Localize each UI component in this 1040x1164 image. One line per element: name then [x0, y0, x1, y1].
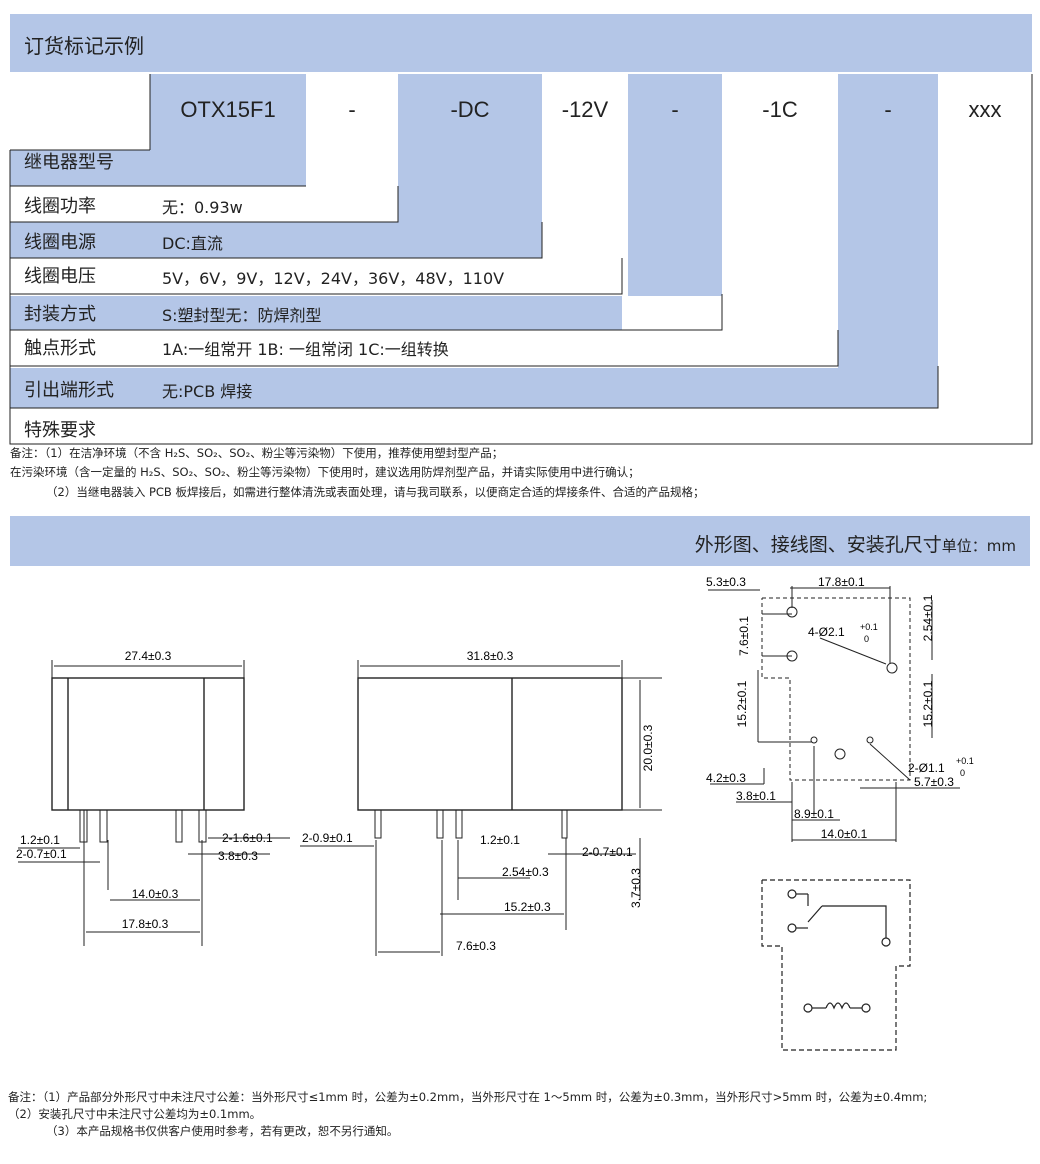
- hole-g: 15.2±0.1: [921, 680, 935, 727]
- hole-h-tol-bot: 0: [960, 768, 965, 778]
- row-label-coil-voltage: 线圈电压: [24, 266, 96, 287]
- order-note-3: （2）当继电器装入 PCB 板焊接后，如需进行整体清洗或表面处理，请与我司联系，…: [46, 485, 705, 499]
- fv-span1: 14.0±0.3: [132, 887, 179, 901]
- hole-h: 2-Ø1.1: [908, 761, 945, 775]
- order-note-1: 备注：（1）在洁净环境（不含 H₂S、SO₂、SO₂、粉尘等污染物）下使用，推荐…: [10, 446, 504, 460]
- row-value-coil-power: 无：0.93w: [162, 198, 243, 217]
- code-contact: -1C: [762, 97, 798, 122]
- front-view-drawing: 27.4±0.3 1.2±0.1 2-0.7±0.1 2-1.6±0.1 3.8…: [16, 649, 290, 946]
- sv-height: 20.0±0.3: [641, 724, 655, 771]
- hole-m: 5.7±0.3: [914, 775, 954, 789]
- fv-pin-b: 2-1.6±0.1: [222, 831, 273, 845]
- dims-unit: 单位：mm: [941, 537, 1016, 555]
- hole-l: 14.0±0.1: [821, 827, 868, 841]
- hole-d-tol-bot: 0: [864, 634, 869, 644]
- row-value-coil-voltage: 5V，6V，9V，12V，24V，36V，48V，110V: [162, 269, 505, 288]
- dims-title: 外形图、接线图、安装孔尺寸单位：mm: [695, 530, 1016, 557]
- hole-f: 15.2±0.1: [735, 680, 749, 727]
- order-frame: [9, 74, 1033, 445]
- sv-pin-len: 3.7±0.3: [629, 868, 643, 908]
- sv-pitch: 2.54±0.3: [502, 865, 549, 879]
- row-bg-5: [10, 296, 622, 330]
- mounting-holes-drawing: 5.3±0.3 17.8±0.1 7.6±0.1 4-Ø2.1 +0.1 0 2…: [706, 575, 974, 842]
- row-value-terminal: 无:PCB 焊接: [162, 382, 253, 401]
- sv-length: 31.8±0.3: [467, 649, 514, 663]
- code-sep-1: -: [348, 97, 356, 122]
- sv-pin-w: 1.2±0.1: [480, 833, 520, 847]
- hole-k: 8.9±0.1: [794, 807, 834, 821]
- code-special: xxx: [968, 97, 1002, 122]
- hole-j: 3.8±0.1: [736, 789, 776, 803]
- row-value-package: S:塑封型无：防焊剂型: [162, 306, 322, 325]
- side-view-drawing: 31.8±0.3 20.0±0.3 2-0.9±0.1 1.2±0.1 2-0.…: [300, 649, 662, 956]
- sv-pin-c: 2-0.7±0.1: [582, 845, 633, 859]
- row-label-terminal: 引出端形式: [24, 380, 114, 401]
- row-label-model: 继电器型号: [24, 152, 114, 173]
- row-label-contact: 触点形式: [24, 338, 96, 359]
- code-sep-3: -: [884, 97, 892, 122]
- sv-span: 15.2±0.3: [504, 900, 551, 914]
- code-sep-2: -: [671, 97, 679, 122]
- row-value-contact: 1A:一组常开 1B: 一组常闭 1C:一组转换: [162, 340, 449, 359]
- row-value-coil-source: DC:直流: [162, 234, 223, 253]
- hole-c: 7.6±0.1: [737, 616, 751, 656]
- order-title: 订货标记示例: [24, 34, 144, 58]
- row-bg-3: [10, 222, 542, 258]
- fv-gap: 3.8±0.3: [218, 849, 258, 863]
- hole-d-tol-top: +0.1: [860, 622, 878, 632]
- order-header-band: [10, 14, 1032, 72]
- dims-header-band: [10, 516, 1030, 566]
- code-bg-1: [150, 74, 306, 186]
- wiring-diagram: [761, 879, 911, 1051]
- row-label-package: 封装方式: [24, 304, 96, 325]
- row-bg-7: [10, 368, 938, 408]
- sv-offset: 7.6±0.3: [456, 939, 496, 953]
- hole-d: 4-Ø2.1: [808, 625, 845, 639]
- row-label-coil-power: 线圈功率: [24, 196, 96, 217]
- sv-pin-a: 2-0.9±0.1: [302, 831, 353, 845]
- row-label-coil-source: 线圈电源: [24, 232, 96, 253]
- row-label-special: 特殊要求: [24, 420, 96, 441]
- fv-width: 27.4±0.3: [125, 649, 172, 663]
- fv-span2: 17.8±0.3: [122, 917, 169, 931]
- code-bg-7: [838, 74, 938, 408]
- code-model: OTX15F1: [180, 97, 276, 122]
- dims-note-3: （3）本产品规格书仅供客户使用时参考，若有更改，恕不另行通知。: [46, 1124, 399, 1138]
- fv-pin-t: 2-0.7±0.1: [16, 847, 67, 861]
- hole-a: 5.3±0.3: [706, 575, 746, 589]
- hole-h-tol-top: +0.1: [956, 756, 974, 766]
- code-power: -DC: [450, 97, 490, 122]
- code-voltage: -12V: [561, 97, 609, 122]
- dims-note-2: （2）安装孔尺寸中未注尺寸公差均为±0.1mm。: [8, 1107, 262, 1121]
- code-bg-5: [628, 74, 722, 296]
- order-note-2: 在污染环境（含一定量的 H₂S、SO₂、SO₂、粉尘等污染物）下使用时，建议选用…: [10, 465, 640, 479]
- dims-note-1: 备注：（1）产品部分外形尺寸中未注尺寸公差：当外形尺寸≤1mm 时，公差为±0.…: [8, 1090, 928, 1104]
- hole-b: 17.8±0.1: [818, 575, 865, 589]
- fv-pin-w: 1.2±0.1: [20, 833, 60, 847]
- hole-e: 2.54±0.1: [921, 594, 935, 641]
- hole-i: 4.2±0.3: [706, 771, 746, 785]
- dims-title-text: 外形图、接线图、安装孔尺寸: [694, 534, 942, 556]
